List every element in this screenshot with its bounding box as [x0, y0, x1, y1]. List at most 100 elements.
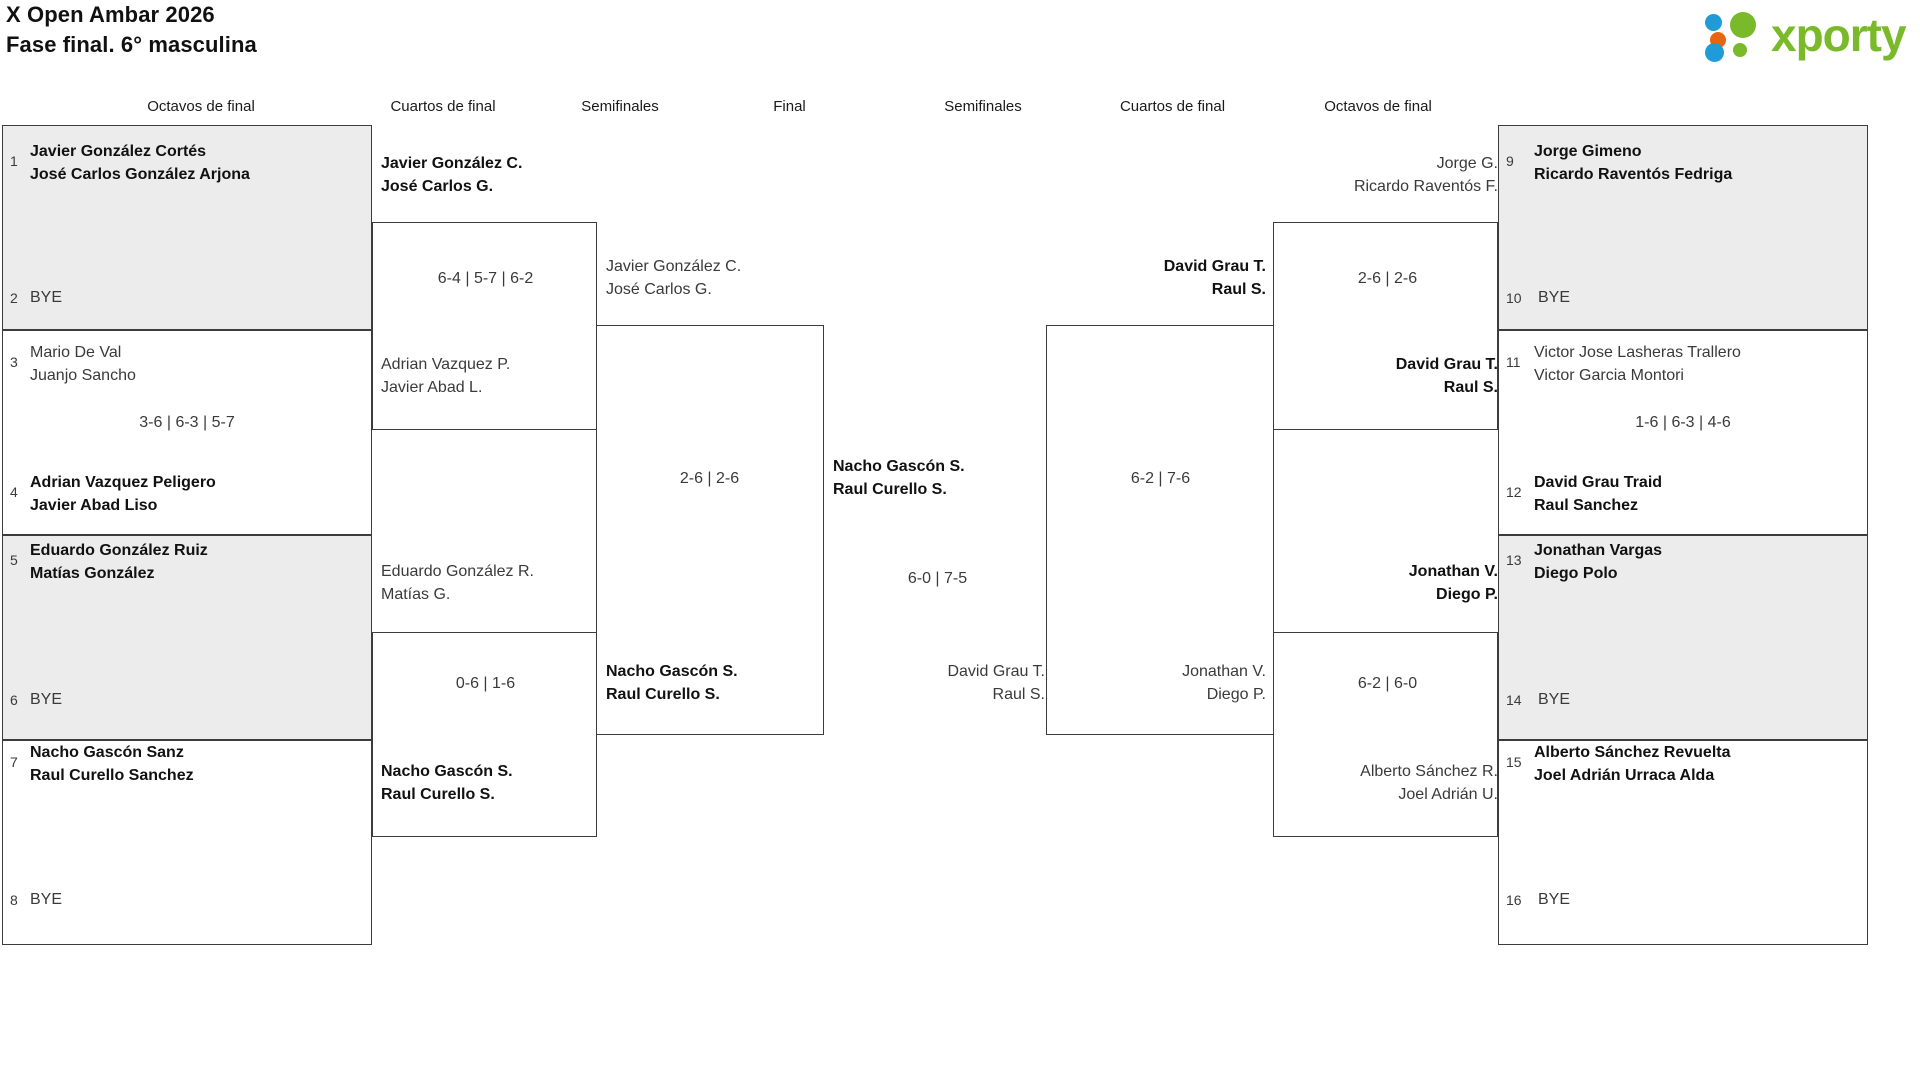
seed-right-15: 15 [1506, 754, 1522, 770]
seed-right-10: 10 [1506, 290, 1522, 306]
entry-right-r16-13[interactable]: Jonathan Vargas Diego Polo [1534, 539, 1874, 585]
xporty-logo: xporty [1705, 8, 1915, 64]
seed-right-16: 16 [1506, 892, 1522, 908]
player-name: Jorge Gimeno [1534, 143, 1642, 160]
seed-left-4: 4 [10, 484, 18, 500]
entry-right-qf-1[interactable]: Jorge G. Ricardo Raventós F. [1258, 152, 1498, 198]
seed-right-11: 11 [1506, 354, 1521, 370]
player-name: Ricardo Raventós F. [1353, 178, 1498, 195]
match-box-right-qf-1[interactable] [1273, 222, 1498, 430]
player-name: Raul S. [1211, 281, 1266, 298]
player-name: Mario De Val [30, 344, 122, 361]
entry-right-r16-9[interactable]: Jorge Gimeno Ricardo Raventós Fedriga [1534, 140, 1874, 186]
entry-left-r16-6[interactable]: BYE [30, 691, 63, 708]
player-name: Diego Polo [1534, 565, 1618, 582]
player-name: Joel Adrián Urraca Alda [1534, 767, 1715, 784]
player-name: Eduardo González R. [381, 563, 534, 580]
match-box-left-r16-3[interactable] [2, 535, 372, 740]
player-name: Javier González C. [606, 258, 742, 275]
player-name: Alberto Sánchez Revuelta [1534, 744, 1731, 761]
match-box-right-r16-2[interactable] [1498, 330, 1868, 535]
match-box-left-r16-1[interactable] [2, 125, 372, 330]
player-name: Diego P. [1436, 586, 1498, 603]
round-label-right-r16: Octavos de final [1324, 98, 1432, 115]
entry-right-r16-16[interactable]: BYE [1538, 891, 1571, 908]
score-right-r16-2: 1-6 | 6-3 | 4-6 [1635, 414, 1731, 431]
entry-right-qf-4[interactable]: Alberto Sánchez R. Joel Adrián U. [1258, 760, 1498, 806]
entry-left-r16-4[interactable]: Adrian Vazquez Peligero Javier Abad Liso [30, 471, 370, 517]
entry-right-r16-14[interactable]: BYE [1538, 691, 1571, 708]
player-name: Raul S. [992, 686, 1045, 703]
score-right-qf-1: 2-6 | 2-6 [1357, 270, 1418, 287]
match-box-left-qf-2[interactable] [372, 632, 597, 837]
player-name: David Grau T. [1395, 356, 1498, 373]
round-label-left-qf: Cuartos de final [390, 98, 496, 115]
seed-left-2: 2 [10, 290, 18, 306]
player-name: Raul Sanchez [1534, 497, 1639, 514]
match-box-right-r16-3[interactable] [1498, 535, 1868, 740]
player-name: Adrian Vazquez P. [381, 356, 511, 373]
entry-left-sf-1[interactable]: Javier González C. José Carlos G. [606, 255, 846, 301]
player-name: David Grau T. [1163, 258, 1266, 275]
player-name: Diego P. [1206, 686, 1266, 703]
score-right-qf-2: 6-2 | 6-0 [1357, 675, 1418, 692]
entry-left-qf-4[interactable]: Nacho Gascón S. Raul Curello S. [381, 760, 611, 806]
player-name: Nacho Gascón Sanz [30, 744, 184, 761]
player-name: Javier González C. [381, 155, 523, 172]
player-name: Raul Curello S. [833, 481, 947, 498]
match-box-right-r16-4[interactable] [1498, 740, 1868, 945]
player-name: Victor Jose Lasheras Trallero [1534, 344, 1741, 361]
entry-right-r16-10[interactable]: BYE [1538, 289, 1571, 306]
tournament-phase: Fase final. 6° masculina [6, 32, 257, 57]
player-name: Victor Garcia Montori [1534, 367, 1684, 384]
seed-left-5: 5 [10, 552, 18, 568]
entry-left-r16-3[interactable]: Mario De Val Juanjo Sancho [30, 341, 370, 387]
seed-right-12: 12 [1506, 484, 1522, 500]
match-box-right-r16-1[interactable] [1498, 125, 1868, 330]
logo-wordmark: xporty [1771, 9, 1907, 61]
score-final: 6-0 | 7-5 [907, 570, 968, 587]
entry-left-r16-7[interactable]: Nacho Gascón Sanz Raul Curello Sanchez [30, 741, 370, 787]
entry-left-r16-2[interactable]: BYE [30, 289, 63, 306]
entry-right-qf-2[interactable]: David Grau T. Raul S. [1258, 353, 1498, 399]
entry-right-sf-2[interactable]: Jonathan V. Diego P. [1026, 660, 1266, 706]
seed-left-8: 8 [10, 892, 18, 908]
player-name: Juanjo Sancho [30, 367, 136, 384]
seed-right-9: 9 [1506, 153, 1514, 169]
match-box-right-qf-2[interactable] [1273, 632, 1498, 837]
entry-final-champion[interactable]: Nacho Gascón S. Raul Curello S. [833, 455, 1083, 501]
round-label-right-sf: Semifinales [944, 98, 1022, 115]
entry-left-r16-1[interactable]: Javier González Cortés José Carlos Gonzá… [30, 140, 370, 186]
score-left-qf-1: 6-4 | 5-7 | 6-2 [437, 270, 534, 287]
entry-left-qf-3[interactable]: Eduardo González R. Matías G. [381, 560, 611, 606]
entry-left-r16-5[interactable]: Eduardo González Ruiz Matías González [30, 539, 370, 585]
entry-right-r16-12[interactable]: David Grau Traid Raul Sanchez [1534, 471, 1874, 517]
round-label-left-r16: Octavos de final [147, 98, 255, 115]
page-title: X Open Ambar 2026 Fase final. 6° masculi… [6, 0, 257, 60]
player-name: Javier Abad L. [381, 379, 483, 396]
player-name: Raul Curello S. [606, 686, 720, 703]
tournament-name: X Open Ambar 2026 [6, 2, 215, 27]
entry-left-r16-8[interactable]: BYE [30, 891, 63, 908]
match-box-left-r16-2[interactable] [2, 330, 372, 535]
match-box-right-sf-1[interactable] [1046, 325, 1274, 735]
entry-right-qf-3[interactable]: Jonathan V. Diego P. [1258, 560, 1498, 606]
player-name: Joel Adrián U. [1398, 786, 1498, 803]
score-right-sf-1: 6-2 | 7-6 [1130, 470, 1191, 487]
player-name: Jonathan V. [1182, 663, 1266, 680]
entry-right-sf-1[interactable]: David Grau T. Raul S. [1026, 255, 1266, 301]
player-name: Matías G. [381, 586, 451, 603]
entry-left-sf-2[interactable]: Nacho Gascón S. Raul Curello S. [606, 660, 846, 706]
player-name: David Grau Traid [1534, 474, 1663, 491]
score-left-qf-2: 0-6 | 1-6 [455, 675, 516, 692]
entry-right-r16-15[interactable]: Alberto Sánchez Revuelta Joel Adrián Urr… [1534, 741, 1874, 787]
seed-left-7: 7 [10, 754, 18, 770]
player-name: Javier Abad Liso [30, 497, 158, 514]
entry-final-runnerup[interactable]: David Grau T. Raul S. [795, 660, 1045, 706]
entry-left-qf-2[interactable]: Adrian Vazquez P. Javier Abad L. [381, 353, 611, 399]
player-name: Eduardo González Ruiz [30, 542, 208, 559]
entry-left-qf-1[interactable]: Javier González C. José Carlos G. [381, 152, 611, 198]
match-box-left-r16-4[interactable] [2, 740, 372, 945]
entry-right-r16-11[interactable]: Victor Jose Lasheras Trallero Victor Gar… [1534, 341, 1874, 387]
